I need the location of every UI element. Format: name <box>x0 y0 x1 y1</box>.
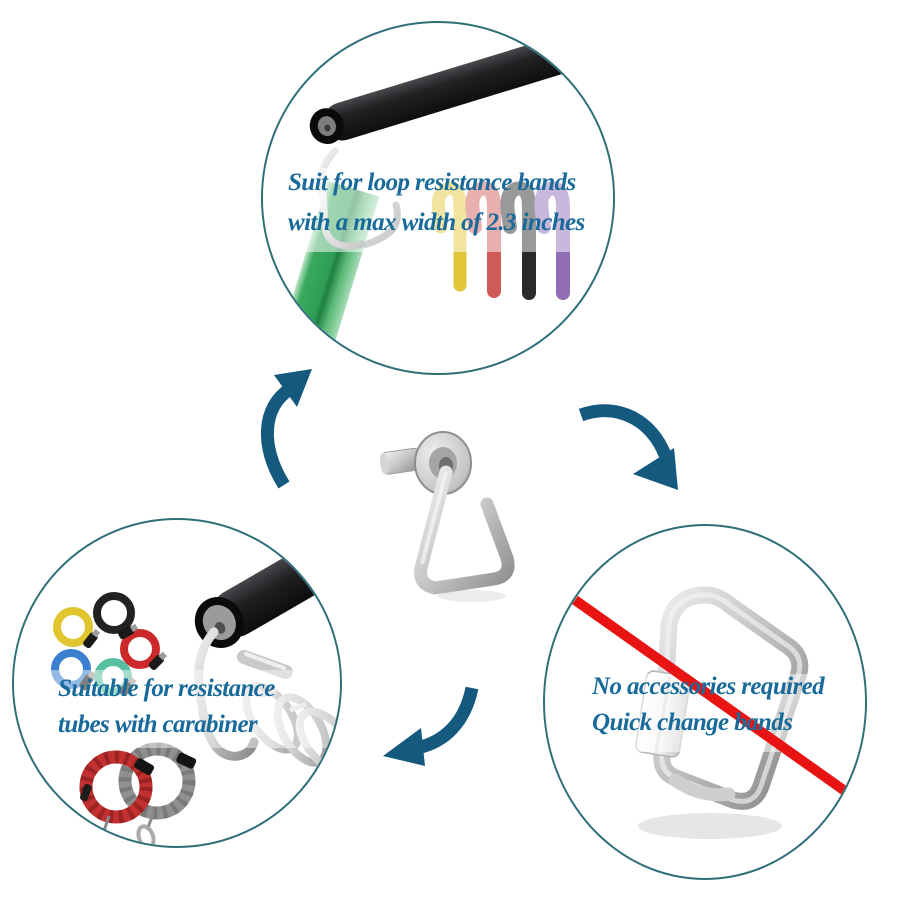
text-veil <box>14 670 340 748</box>
shadow <box>438 590 506 602</box>
bottom-right-callout-line2: Quick change bands <box>592 709 793 736</box>
quick-link-photo <box>545 586 865 839</box>
triangle-hook-wire <box>414 465 515 595</box>
coiled-tubes <box>51 592 160 696</box>
bottom-right-callout-line1: No accessories required <box>592 673 825 700</box>
swivel-triangle-hook-icon <box>380 431 515 602</box>
text-veil <box>263 168 613 252</box>
black-bar <box>309 28 603 145</box>
mini-carabiner-icon <box>92 828 112 846</box>
tube-black <box>93 592 135 634</box>
callout-circle-loop-bands <box>261 21 615 375</box>
red-slash-icon <box>572 595 865 812</box>
tube-clips <box>79 623 167 697</box>
bottom-left-callout-line2: tubes with carabiner <box>58 711 258 738</box>
curved-arrow-up-icon <box>260 369 312 489</box>
callout-circle-tubes <box>12 518 342 848</box>
tube-green <box>94 658 132 696</box>
tube-red <box>120 629 160 669</box>
tube-yellow <box>53 607 93 647</box>
top-callout-text: Suit for loop resistance bands with a ma… <box>288 163 585 243</box>
tube-blue <box>51 649 91 689</box>
callout-circle-no-accessories <box>543 524 867 880</box>
bottom-right-callout-text: No accessories required Quick change ban… <box>592 669 825 741</box>
mini-carabiner-icon <box>136 824 156 846</box>
top-callout-line1: Suit for loop resistance bands <box>288 169 576 196</box>
bar-hook-icon <box>194 627 259 761</box>
top-callout-line2: with a max width of 2.3 inches <box>288 209 585 236</box>
carabiner-icon <box>295 707 340 777</box>
loop-bands-photo <box>263 28 613 373</box>
curved-arrow-down-right-icon <box>578 404 678 490</box>
curved-arrow-down-left-icon <box>383 686 479 766</box>
carabiner-cluster <box>237 650 340 777</box>
sleeved-tube-straps <box>80 752 197 846</box>
resistance-tubes-photo <box>14 528 340 846</box>
bottom-left-callout-line1: Suitable for resistance <box>58 675 275 702</box>
mount-stud <box>380 447 422 475</box>
sleeved-tubes <box>79 742 196 824</box>
shadow <box>638 813 782 839</box>
bottom-left-callout-text: Suitable for resistance tubes with carab… <box>58 671 275 743</box>
